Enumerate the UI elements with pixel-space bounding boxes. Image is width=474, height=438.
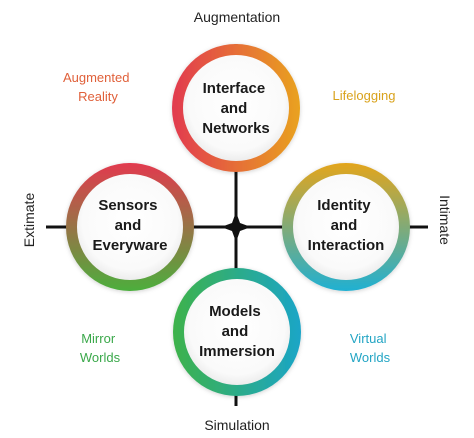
circle-inner-top [183,55,289,161]
center-cross-marker [221,212,251,242]
circle-label-top: Interface and Networks [202,80,270,137]
quadrant-label-top-left: Augmented Reality [63,70,133,104]
circle-inner-right [293,174,399,280]
axis-label-left: Extimate [21,193,37,248]
quadrant-label-top-right: Lifelogging [333,88,396,103]
quadrant-label-bottom-right: Virtual Worlds [350,331,391,365]
circle-inner-bottom [184,279,290,385]
circle-inner-left [77,174,183,280]
circle-identity-and-interaction [282,163,410,291]
axis-label-bottom: Simulation [204,417,269,433]
circle-sensors-and-everyware [66,163,194,291]
axis-label-right: Intimate [437,195,453,245]
axis-label-top: Augmentation [194,9,280,25]
quadrant-label-bottom-left: Mirror Worlds [80,331,121,365]
circle-models-and-immersion [173,268,301,396]
circle-interface-and-networks [172,44,300,172]
circle-label-bottom: Models and Immersion [199,303,275,360]
circle-label-left: Sensors and Everyware [92,197,167,254]
circle-label-right: Identity and Interaction [308,197,385,254]
